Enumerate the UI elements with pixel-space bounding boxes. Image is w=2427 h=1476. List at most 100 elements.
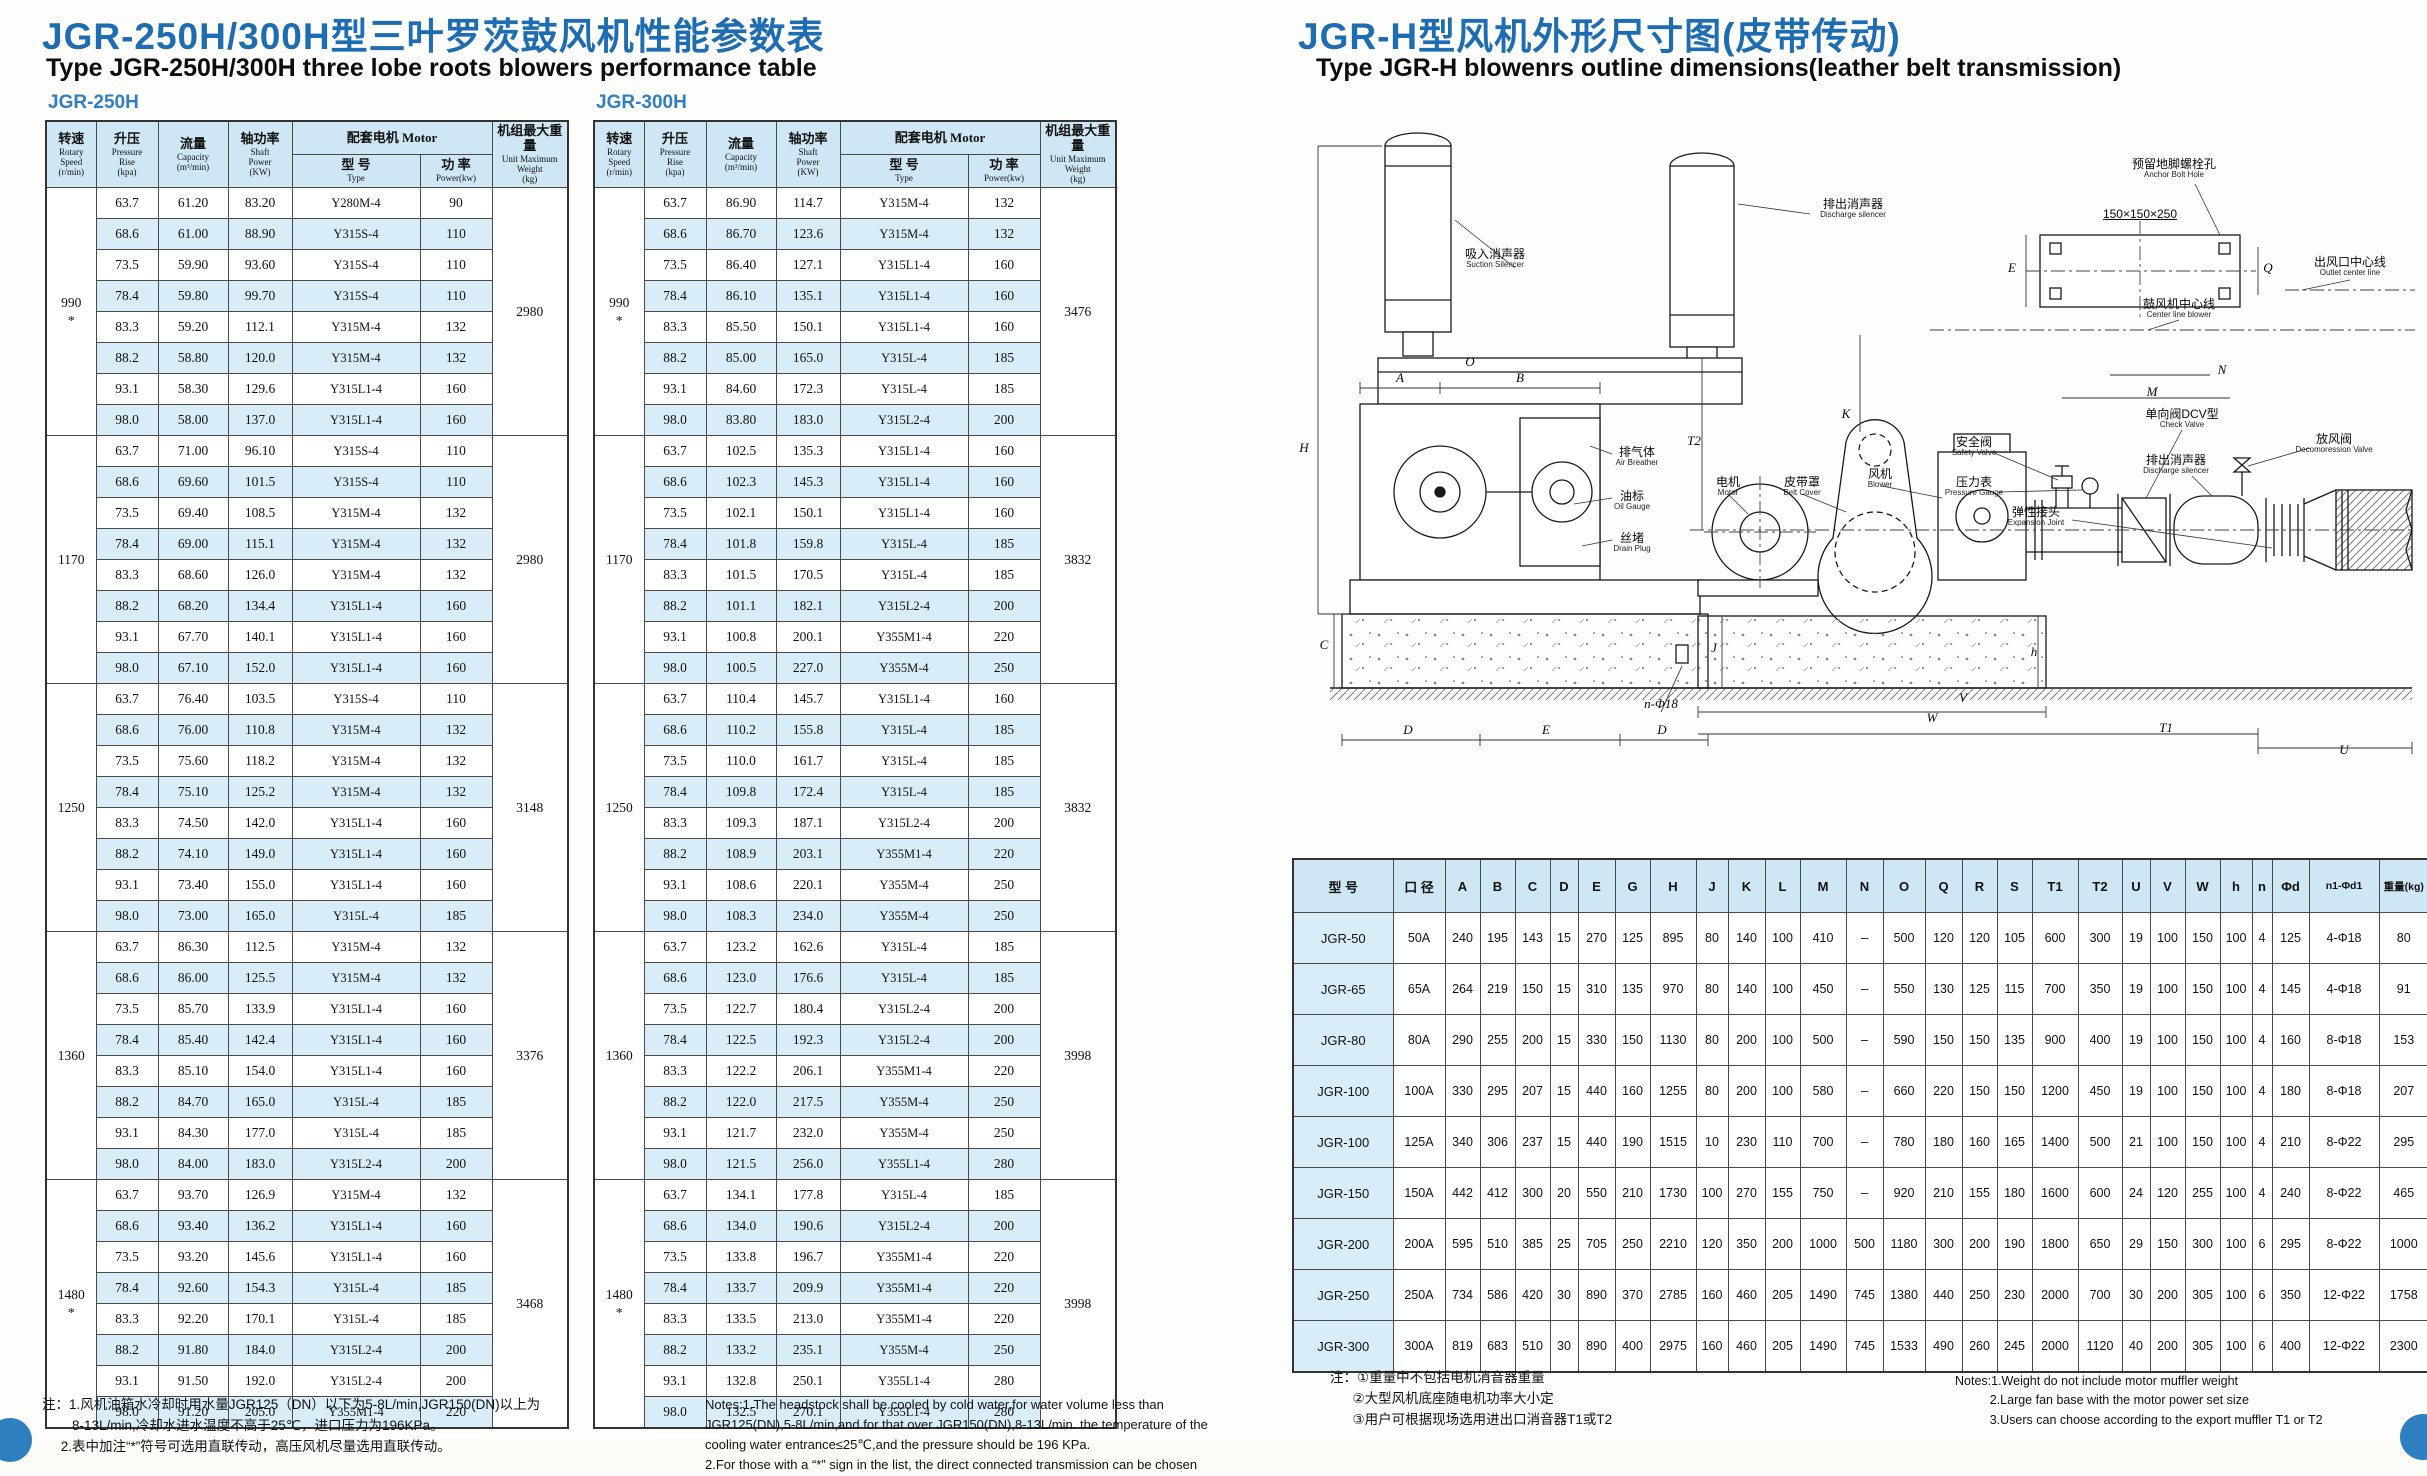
motor-type-cell: Y315M-4 <box>291 962 421 994</box>
motor-type-cell: Y315L1-4 <box>291 1241 421 1273</box>
motor-power-cell: 160 <box>967 497 1041 529</box>
weight-cell: 3148 <box>491 683 569 932</box>
dim-value-cell: 900 <box>2031 1014 2079 1066</box>
motor-type-cell: Y315L2-4 <box>839 993 969 1025</box>
capacity-cell: 85.40 <box>157 1024 229 1056</box>
pressure-cell: 88.2 <box>95 590 159 622</box>
dim-value-cell: 4 <box>2251 1065 2273 1117</box>
capacity-cell: 75.60 <box>157 745 229 777</box>
shaft-power-cell: 125.2 <box>227 776 293 808</box>
pressure-cell: 83.3 <box>643 559 707 591</box>
callout-leaders <box>1454 183 2351 549</box>
motor-power-cell: 220 <box>419 1396 493 1429</box>
motor-type-cell: Y315S-4 <box>291 435 421 467</box>
dim-value-cell: 200 <box>1514 1014 1551 1066</box>
shaft-power-cell: 182.1 <box>775 590 841 622</box>
dim-value-cell: 120 <box>1961 912 1998 964</box>
dim-value-cell: 15 <box>1549 963 1579 1015</box>
dim-value-cell: 100 <box>2219 1269 2253 1321</box>
dim-value-cell: 305 <box>2184 1320 2221 1373</box>
dim-value-cell: 150 <box>2149 1218 2186 1270</box>
motor-type-cell: Y315L-4 <box>291 1117 421 1149</box>
shaft-power-cell: 165.0 <box>227 900 293 932</box>
dim-col-header: T1 <box>2031 858 2079 913</box>
dim-value-cell: 460 <box>1727 1269 1766 1321</box>
dim-value-cell: 255 <box>1479 1014 1516 1066</box>
motor-type-cell: Y315L1-4 <box>291 621 421 653</box>
capacity-cell: 132.8 <box>705 1365 777 1397</box>
motor-power-cell: 160 <box>967 249 1041 281</box>
pressure-cell: 63.7 <box>643 435 707 467</box>
dim-value-cell: 1730 <box>1649 1167 1697 1219</box>
motor-power-cell: 160 <box>419 838 493 870</box>
pressure-cell: 88.2 <box>643 1334 707 1366</box>
pressure-cell: 78.4 <box>95 528 159 560</box>
dim-value-cell: 125 <box>2271 912 2310 964</box>
dim-value-cell: 40 <box>2121 1320 2151 1373</box>
motor-type-cell: Y315L-4 <box>839 528 969 560</box>
corner-dot-left <box>0 1418 32 1462</box>
motor-type-cell: Y355M1-4 <box>839 621 969 653</box>
dim-value-cell: 80 <box>2378 912 2427 964</box>
dimension-letter: T2 <box>1687 433 1701 448</box>
shaft-power-cell: 172.3 <box>775 373 841 405</box>
pressure-cell: 63.7 <box>643 931 707 963</box>
shaft-power-cell: 142.4 <box>227 1024 293 1056</box>
pressure-cell: 68.6 <box>643 714 707 746</box>
dim-value-cell: 80 <box>1695 1065 1729 1117</box>
dim-col-header: N <box>1845 858 1884 913</box>
shaft-power-cell: 206.1 <box>775 1055 841 1087</box>
motor-power-cell: 132 <box>419 559 493 591</box>
right-subtitle: Type JGR-H blowenrs outline dimensions(l… <box>1316 54 2122 82</box>
dim-value-cell: 412 <box>1479 1167 1516 1219</box>
dim-value-cell: 700 <box>2077 1269 2123 1321</box>
shaft-power-cell: 136.2 <box>227 1210 293 1242</box>
motor-type-cell: Y315L2-4 <box>839 807 969 839</box>
callout-en: Belt Cover <box>1783 487 1821 497</box>
dim-value-cell: 19 <box>2121 912 2151 964</box>
motor-power-cell: 160 <box>419 1210 493 1242</box>
centerlines <box>1690 221 2415 588</box>
pressure-cell: 68.6 <box>643 962 707 994</box>
motor-type-cell: Y315S-4 <box>291 683 421 715</box>
dim-value-cell: 8-Φ18 <box>2308 1065 2380 1117</box>
header-en: Shaft Power (KW) <box>248 146 272 177</box>
motor-power-cell: 185 <box>419 1303 493 1335</box>
shaft-power-cell: 83.20 <box>227 187 293 219</box>
motor-power-cell: 160 <box>967 683 1041 715</box>
speed-cell: 1480 * <box>593 1179 645 1429</box>
motor-power-cell: 220 <box>967 1303 1041 1335</box>
col-header-motor: 配套电机 Motor <box>839 120 1041 155</box>
motor-power-cell: 185 <box>967 1179 1041 1211</box>
dim-value-cell: 125 <box>1961 963 1998 1015</box>
capacity-cell: 68.20 <box>157 590 229 622</box>
dim-value-cell: 2210 <box>1649 1218 1697 1270</box>
header-en: Rotary Speed (r/min) <box>58 146 85 177</box>
dimension-letter: K <box>1841 406 1851 421</box>
dim-value-cell: 4 <box>2251 912 2273 964</box>
callout-en: Safety Valve <box>1951 447 1997 457</box>
capacity-cell: 71.00 <box>157 435 229 467</box>
pressure-cell: 98.0 <box>643 900 707 932</box>
motor-type-cell: Y355M-4 <box>839 1117 969 1149</box>
callout-zh: 出风口中心线 <box>2313 255 2387 269</box>
dim-value-cell: 130 <box>1924 963 1963 1015</box>
pressure-cell: 98.0 <box>95 404 159 436</box>
capacity-cell: 76.40 <box>157 683 229 715</box>
